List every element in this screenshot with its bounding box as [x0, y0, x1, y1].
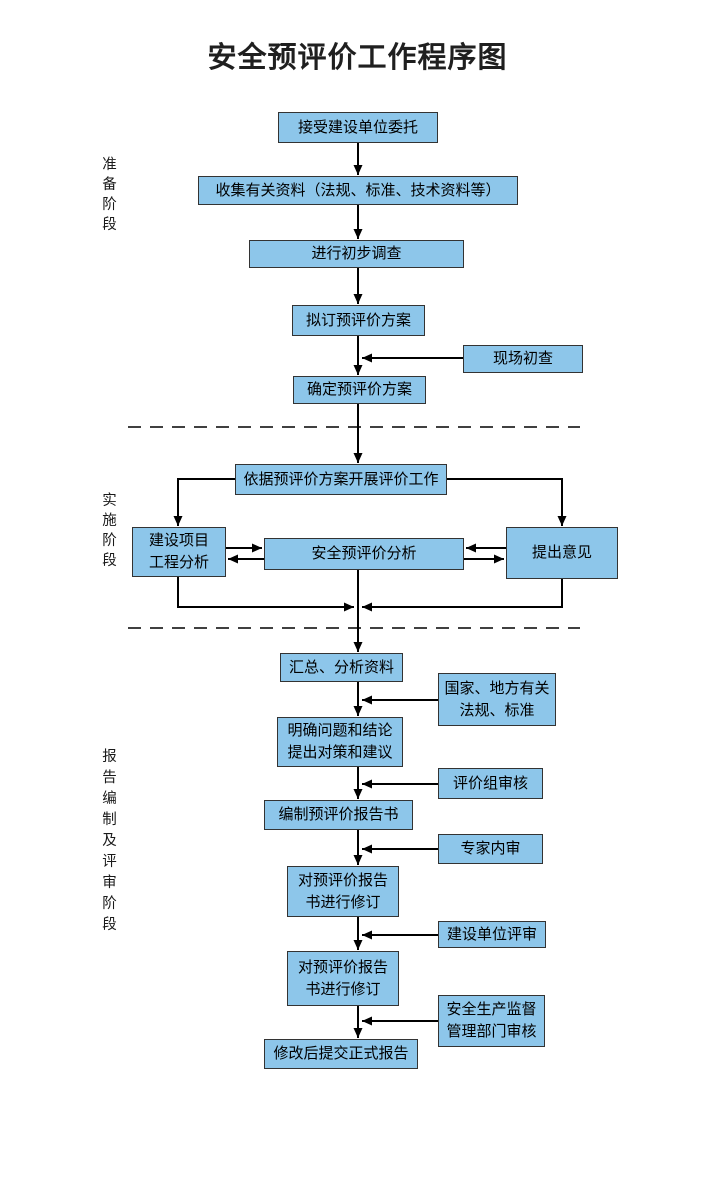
node-carry-out-evaluation: 依据预评价方案开展评价工作 [235, 464, 447, 495]
node-accept-commission: 接受建设单位委托 [278, 112, 438, 143]
node-confirm-plan: 确定预评价方案 [293, 376, 426, 404]
flow-carryout-to-projectanalysis [173, 478, 235, 526]
phase-label-preparation: 准备阶段 [102, 157, 117, 233]
node-evaluation-team-review: 评价组审核 [438, 768, 543, 799]
node-clarify-conclusions: 明确问题和结论 提出对策和建议 [277, 717, 403, 767]
node-owner-review: 建设单位评审 [438, 921, 546, 948]
node-collect-materials: 收集有关资料（法规、标准、技术资料等） [198, 176, 518, 205]
node-project-analysis: 建设项目 工程分析 [132, 527, 226, 577]
node-draft-plan: 拟订预评价方案 [292, 305, 425, 336]
node-site-check: 现场初查 [463, 345, 583, 373]
node-revise-report-1: 对预评价报告 书进行修订 [287, 866, 399, 917]
node-preliminary-survey: 进行初步调查 [249, 240, 464, 268]
node-safety-supervision-review: 安全生产监督 管理部门审核 [438, 995, 545, 1047]
phase-label-reporting: 报告编制及评审阶段 [102, 749, 117, 933]
node-submit-final-report: 修改后提交正式报告 [264, 1039, 418, 1069]
node-summarize-analyze: 汇总、分析资料 [280, 653, 403, 682]
flow-carryout-to-opinions [447, 478, 567, 526]
phase-label-implementation: 实施阶段 [102, 493, 117, 569]
flow-opinions-converge [362, 579, 563, 612]
node-propose-opinions: 提出意见 [506, 527, 618, 579]
flow-projectanalysis-converge [177, 577, 354, 612]
node-expert-internal-review: 专家内审 [438, 834, 543, 864]
node-national-regulations: 国家、地方有关 法规、标准 [438, 673, 556, 726]
node-pre-evaluation-analysis: 安全预评价分析 [264, 538, 464, 570]
node-revise-report-2: 对预评价报告 书进行修订 [287, 951, 399, 1006]
node-compile-report: 编制预评价报告书 [264, 800, 413, 830]
page-title: 安全预评价工作程序图 [207, 42, 508, 74]
